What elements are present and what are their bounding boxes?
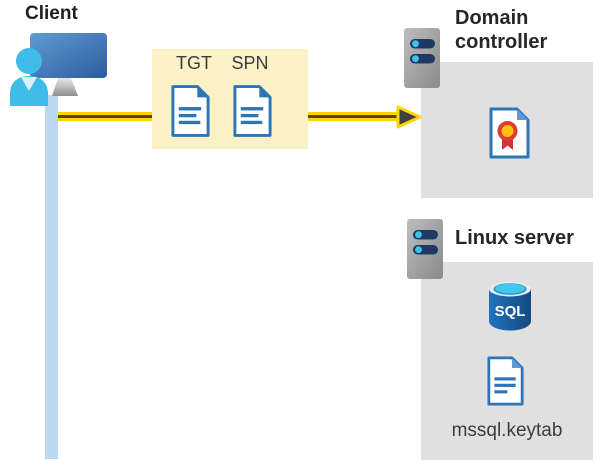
keytab-document-icon [485, 356, 526, 406]
domain-controller-title: Domain controller [455, 7, 548, 53]
ticket-token-box: TGT SPN [152, 49, 308, 149]
spn-document-icon [231, 84, 274, 138]
tgt-document-icon [169, 84, 212, 138]
spn-label: SPN [231, 53, 269, 73]
client-workstation-icon [10, 30, 115, 110]
keytab-filename: mssql.keytab [451, 420, 563, 441]
linux-server-title: Linux server [455, 227, 574, 249]
linux-server-icon [406, 218, 444, 280]
client-title: Client [25, 3, 78, 24]
certificate-icon [487, 107, 532, 159]
domain-controller-server-icon [403, 27, 441, 89]
sql-badge-text: SQL [495, 303, 526, 320]
request-arrow-head [395, 103, 423, 131]
sql-database-icon: SQL [484, 279, 536, 331]
tgt-label: TGT [176, 53, 212, 73]
client-lifeline [45, 95, 58, 459]
